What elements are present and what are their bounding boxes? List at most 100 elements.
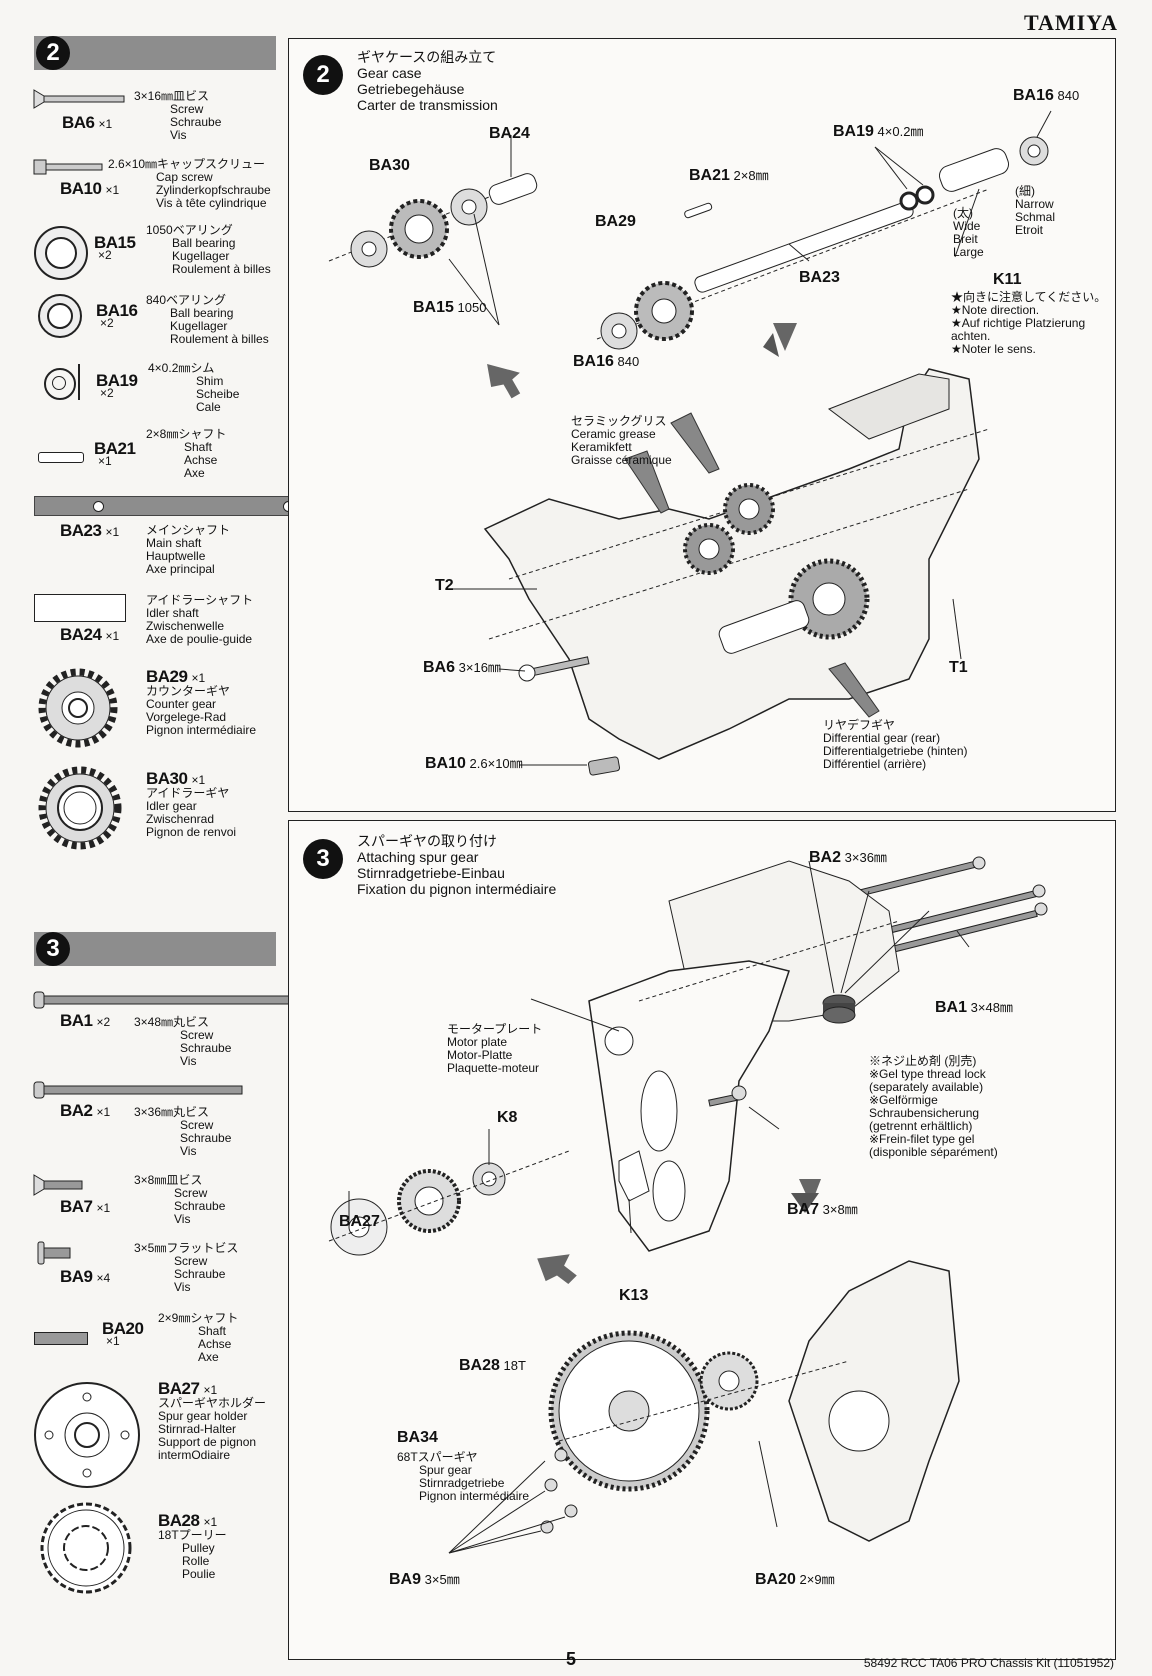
- part-de: Schraube: [180, 1131, 232, 1145]
- part-jp: 2.6×10㎜キャップスクリュー: [108, 157, 266, 171]
- step2-number: 2: [303, 55, 343, 95]
- label-t1: T1: [949, 659, 968, 676]
- step3-number: 3: [303, 839, 343, 879]
- part-fr: Roulement à billes: [170, 332, 269, 346]
- part-qty: ×1: [203, 1515, 218, 1529]
- part-code: BA30: [146, 769, 188, 788]
- cap-screw-icon: [33, 159, 103, 175]
- title-en: Attaching spur gear: [357, 849, 479, 865]
- note-thread-lock: ※ネジ止め剤 (別売)※Gel type thread lock(separat…: [869, 1054, 998, 1159]
- part-fr: Vis: [180, 1054, 197, 1068]
- label-ba29: BA29: [595, 213, 636, 230]
- part-qty: ×1: [191, 773, 206, 787]
- label-ba15: BA15 1050: [413, 299, 487, 316]
- part-code: BA19: [96, 371, 138, 390]
- part-qty: ×1: [96, 1105, 111, 1119]
- label-ba19: BA19 4×0.2㎜: [833, 123, 924, 140]
- label-k11: K11: [993, 271, 1022, 288]
- part-de: Hauptwelle: [146, 549, 206, 563]
- label-t2: T2: [435, 577, 454, 594]
- part-fr-2: intermOdiaire: [158, 1448, 231, 1462]
- sidebar-step3-bar: [34, 932, 276, 966]
- step3-title: スパーギヤの取り付け Attaching spur gear Stirnradg…: [357, 833, 556, 897]
- part-jp: アイドラーギヤ: [146, 786, 230, 800]
- label-ba34: BA34: [397, 1429, 438, 1446]
- part-code: BA20: [102, 1319, 144, 1338]
- part-code: BA28: [158, 1511, 200, 1530]
- part-de: Schraube: [174, 1199, 226, 1213]
- label-ba20: BA20 2×9㎜: [755, 1571, 835, 1588]
- part-qty: ×1: [203, 1383, 218, 1397]
- part-en: Ball bearing: [172, 236, 236, 250]
- label-ba9: BA9 3×5㎜: [389, 1571, 460, 1588]
- label-ba30: BA30: [369, 157, 410, 174]
- part-de: Stirnrad-Halter: [158, 1422, 237, 1436]
- part-en: Shaft: [198, 1324, 227, 1338]
- countersunk-screw-icon: [33, 1174, 83, 1196]
- part-code: BA9: [60, 1267, 93, 1286]
- part-fr: Axe de poulie-guide: [146, 632, 253, 646]
- title-de: Stirnradgetriebe-Einbau: [357, 865, 505, 881]
- part-en: Screw: [170, 102, 204, 116]
- part-fr: Cale: [196, 400, 221, 414]
- part-qty: ×1: [98, 117, 113, 131]
- part-de: Achse: [198, 1337, 232, 1351]
- part-code: BA23: [60, 521, 102, 540]
- part-code: BA29: [146, 667, 188, 686]
- countersunk-screw-icon: [33, 89, 125, 109]
- part-jp: 3×5㎜フラットビス: [134, 1241, 239, 1255]
- part-fr: Pignon de renvoi: [146, 825, 237, 839]
- screw-icon: [33, 1081, 243, 1099]
- part-jp: アイドラーシャフト: [146, 593, 254, 607]
- label-ba27: BA27: [339, 1213, 380, 1230]
- part-de: Scheibe: [196, 387, 240, 401]
- part-qty: ×2: [100, 386, 114, 400]
- label-ba1: BA1 3×48㎜: [935, 999, 1013, 1016]
- part-en: Screw: [180, 1118, 214, 1132]
- label-ba10: BA10 2.6×10㎜: [425, 755, 523, 772]
- part-fr: Vis: [174, 1280, 191, 1294]
- spur-gear-holder-icon: [34, 1382, 140, 1488]
- label-ba16-top: BA16 840: [1013, 87, 1080, 104]
- part-de: Achse: [184, 453, 218, 467]
- part-code: BA1: [60, 1011, 93, 1030]
- part-fr: Pignon intermédiaire: [146, 723, 257, 737]
- counter-gear-icon: [38, 668, 118, 748]
- label-ba28: BA28 18T: [459, 1357, 526, 1374]
- part-fr: Vis: [174, 1212, 191, 1226]
- part-fr: Vis à tête cylindrique: [156, 196, 267, 210]
- part-en: Pulley: [182, 1541, 215, 1555]
- main-shaft-icon: [34, 496, 298, 516]
- part-de: Kugellager: [170, 319, 228, 333]
- part-jp: カウンターギヤ: [146, 684, 231, 698]
- flat-screw-icon: [37, 1241, 71, 1265]
- part-qty: ×1: [105, 183, 120, 197]
- part-jp: 1050ベアリング: [146, 223, 233, 237]
- part-fr: Support de pignon: [158, 1435, 257, 1449]
- part-jp: 3×16㎜皿ビス: [134, 89, 210, 103]
- part-code: BA10: [60, 179, 102, 198]
- label-ba23: BA23: [799, 269, 840, 286]
- title-en: Gear case: [357, 65, 422, 81]
- part-qty: ×2: [96, 1015, 111, 1029]
- part-fr: Poulie: [182, 1567, 216, 1581]
- spur-gear-diagram: [328, 856, 1048, 1554]
- label-ba21: BA21 2×8㎜: [689, 167, 769, 184]
- part-fr: Axe: [198, 1350, 219, 1364]
- part-code: BA15: [94, 233, 136, 252]
- part-de: Vorgelege-Rad: [146, 710, 227, 724]
- title-jp: スパーギヤの取り付け: [357, 833, 497, 849]
- part-en: Ball bearing: [170, 306, 234, 320]
- part-code: BA2: [60, 1101, 93, 1120]
- page-number: 5: [566, 1649, 577, 1669]
- part-code: BA6: [62, 113, 95, 132]
- step3-panel: 3 スパーギヤの取り付け Attaching spur gear Stirnra…: [288, 820, 1116, 1660]
- step2-title: ギヤケースの組み立て Gear case Getriebegehäuse Car…: [357, 49, 498, 113]
- part-de: Rolle: [182, 1554, 210, 1568]
- gear-case-diagram: [328, 110, 1052, 776]
- part-fr: Vis: [170, 128, 187, 142]
